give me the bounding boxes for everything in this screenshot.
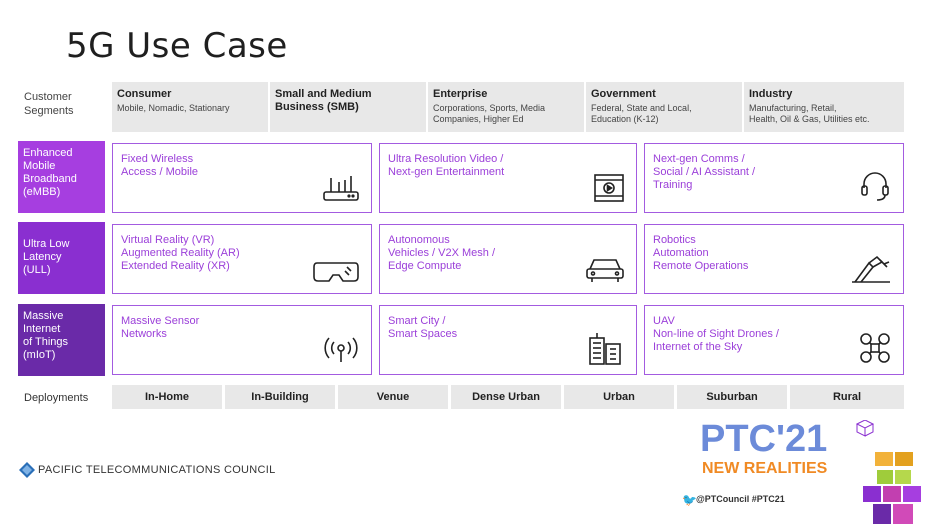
row-label-ull: Ultra Low Latency (ULL) [18, 222, 105, 294]
ptc-logo-icon [19, 462, 35, 478]
cube-decoration-icon [855, 420, 921, 524]
headset-icon [861, 172, 889, 201]
row-label-embb: Enhanced Mobile Broadband (eMBB) [18, 141, 105, 213]
cell-virtual-reality: Virtual Reality (VR) Augmented Reality (… [112, 224, 372, 294]
video-icon [594, 174, 624, 202]
deployment-urban: Urban [564, 385, 674, 409]
cell-autonomous-vehicles: Autonomous Vehicles / V2X Mesh / Edge Co… [379, 224, 637, 294]
cell-massive-sensor-networks: Massive Sensor Networks [112, 305, 372, 375]
organization-name: PACIFIC TELECOMMUNICATIONS COUNCIL [38, 464, 276, 476]
router-icon [323, 176, 359, 201]
cell-fixed-wireless: Fixed Wireless Access / Mobile [112, 143, 372, 213]
cell-ultra-resolution-video: Ultra Resolution Video / Next-gen Entert… [379, 143, 637, 213]
cell-robotics: Robotics Automation Remote Operations [644, 224, 904, 294]
deployment-in-building: In-Building [225, 385, 335, 409]
building-icon [589, 333, 621, 365]
cell-next-gen-comms: Next-gen Comms / Social / AI Assistant /… [644, 143, 904, 213]
event-logo: PTC'21 [700, 418, 828, 460]
customer-segments-label: Customer Segments [24, 91, 74, 117]
row-label-miot: Massive Internet of Things (mIoT) [18, 304, 105, 376]
segment-industry: Industry Manufacturing, Retail, Health, … [744, 82, 904, 132]
segment-government: Government Federal, State and Local, Edu… [586, 82, 742, 132]
sensor-icon [324, 337, 358, 362]
car-icon [586, 259, 624, 282]
drone-icon [860, 333, 890, 363]
segment-smb: Small and Medium Business (SMB) [270, 82, 426, 132]
deployment-in-home: In-Home [112, 385, 222, 409]
event-tagline: NEW REALITIES [702, 460, 828, 477]
social-handles: @PTCouncil #PTC21 [696, 494, 785, 504]
segment-enterprise: Enterprise Corporations, Sports, Media C… [428, 82, 584, 132]
deployment-rural: Rural [790, 385, 904, 409]
twitter-icon: 🐦 [682, 493, 697, 507]
robot-arm-icon [852, 255, 890, 283]
vr-headset-icon [313, 262, 359, 282]
deployment-suburban: Suburban [677, 385, 787, 409]
deployments-label: Deployments [24, 392, 89, 404]
segment-consumer: Consumer Mobile, Nomadic, Stationary [112, 82, 268, 132]
cell-smart-city: Smart City / Smart Spaces [379, 305, 637, 375]
cell-uav: UAV Non-line of Sight Drones / Internet … [644, 305, 904, 375]
page-title: 5G Use Case [66, 26, 288, 66]
deployment-dense-urban: Dense Urban [451, 385, 561, 409]
deployment-venue: Venue [338, 385, 448, 409]
